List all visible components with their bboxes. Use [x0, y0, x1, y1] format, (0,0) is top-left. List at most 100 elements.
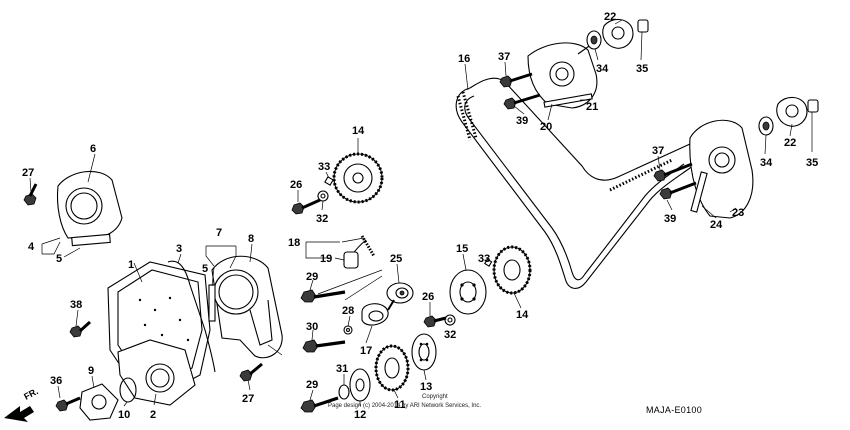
middle-timing-cover: [211, 255, 283, 359]
upper-left-timing-cover: [56, 170, 123, 239]
crankshaft-pulley-11: [374, 344, 410, 392]
crank-pulley-guide-12: [349, 368, 371, 402]
cap-22-right: [776, 96, 808, 127]
callout-10: 10: [118, 409, 130, 421]
callout-8: 8: [248, 233, 254, 245]
collar-28: [343, 325, 353, 335]
front-arrow-icon: [4, 406, 34, 422]
callout-35a: 35: [636, 63, 648, 75]
bolt-37-upper: [499, 72, 533, 88]
callout-22a: 22: [604, 11, 616, 23]
callout-11: 11: [394, 399, 406, 411]
callout-39a: 39: [516, 115, 528, 127]
callout-24: 24: [710, 219, 723, 231]
cover-seal: [167, 260, 216, 373]
bolt-37-right: [653, 162, 693, 182]
callout-36: 36: [50, 375, 62, 387]
callout-20: 20: [540, 121, 552, 133]
cam-pulley-lower: [492, 245, 532, 295]
tensioner-collar: [343, 251, 359, 269]
callout-29a: 29: [306, 271, 318, 283]
callout-6: 6: [90, 143, 96, 155]
callout-14b: 14: [516, 309, 529, 321]
bolt-27-upper: [23, 183, 38, 206]
callout-32b: 32: [444, 329, 456, 341]
callout-31: 31: [336, 363, 348, 375]
callout-labels: 1 2 3 4 5 5 6 7 8 9 10 11 12 13 14 14 15…: [22, 11, 818, 421]
callout-15: 15: [456, 243, 468, 255]
callout-34b: 34: [760, 157, 773, 169]
copyright-line-2: Page design (c) 2004-2014 by ARI Network…: [328, 403, 481, 409]
callout-14a: 14: [352, 125, 365, 137]
callout-22b: 22: [784, 137, 796, 149]
callout-34a: 34: [596, 63, 609, 75]
seal-strip-upper: [71, 233, 111, 247]
callout-37a: 37: [498, 51, 510, 63]
callout-35b: 35: [806, 157, 818, 169]
callout-26b: 26: [422, 291, 434, 303]
pulley-plate-15: [449, 269, 487, 315]
o-ring-10: [119, 377, 137, 403]
seal-strip: [208, 284, 216, 322]
leader-lines: [29, 19, 813, 407]
plug-35-right: [807, 99, 819, 113]
callout-29b: 29: [306, 379, 318, 391]
callout-30: 30: [306, 321, 318, 333]
key-upper: [324, 176, 334, 186]
callout-23: 23: [732, 207, 744, 219]
callout-39b: 39: [664, 213, 676, 225]
rear-cover-right: [689, 119, 754, 219]
callout-37b: 37: [652, 145, 664, 157]
callout-1: 1: [128, 259, 134, 271]
key-lower: [484, 258, 493, 267]
idler-pulley: [386, 282, 414, 304]
washer-31: [338, 384, 350, 400]
callout-9: 9: [88, 365, 94, 377]
callout-38: 38: [70, 299, 82, 311]
cover-9: [79, 383, 119, 421]
callout-21: 21: [586, 101, 598, 113]
callout-5b: 5: [202, 263, 208, 275]
callout-13: 13: [420, 381, 432, 393]
bolt-29-lower: [300, 396, 339, 413]
seal-21: [543, 93, 593, 108]
callout-7: 7: [216, 227, 222, 239]
bolt-26-upper: [291, 198, 321, 215]
cam-pulley-upper: [332, 152, 384, 204]
callout-18: 18: [288, 237, 300, 249]
front-label: FR.: [22, 386, 39, 402]
callout-3: 3: [176, 243, 182, 255]
bolt-29-mid: [300, 289, 346, 303]
callout-33b: 33: [478, 253, 490, 265]
seal-24: [690, 171, 708, 213]
tensioner-pulley: [361, 299, 395, 326]
washer-lower: [444, 314, 456, 326]
callout-26a: 26: [290, 179, 302, 191]
diagram-code: MAJA-E0100: [646, 405, 702, 415]
bolt-39-right: [659, 181, 697, 200]
oil-seal-34-right: [758, 116, 774, 136]
bolt-36: [55, 396, 81, 412]
callout-27a: 27: [22, 167, 34, 179]
bolt-39-upper: [503, 93, 541, 110]
cap-22-upper: [602, 18, 634, 49]
bolt-38: [69, 320, 92, 338]
callout-16: 16: [458, 53, 470, 65]
callout-33a: 33: [318, 161, 330, 173]
callout-2: 2: [150, 409, 156, 421]
callout-4: 4: [28, 241, 35, 253]
collar-28-hole: [345, 327, 351, 333]
callout-5a: 5: [56, 253, 62, 265]
plug-35-upper: [637, 19, 649, 33]
timing-belt: [455, 77, 704, 289]
washer-lower-hole: [447, 317, 453, 323]
bolt-30: [302, 339, 346, 353]
pulley-plate-13: [411, 333, 437, 371]
callout-12: 12: [354, 409, 366, 421]
washer-upper-hole: [320, 193, 326, 199]
callout-28: 28: [342, 305, 354, 317]
lower-cover-gasket: [117, 339, 196, 406]
bolt-26-lower: [423, 315, 447, 328]
callout-32a: 32: [316, 213, 328, 225]
